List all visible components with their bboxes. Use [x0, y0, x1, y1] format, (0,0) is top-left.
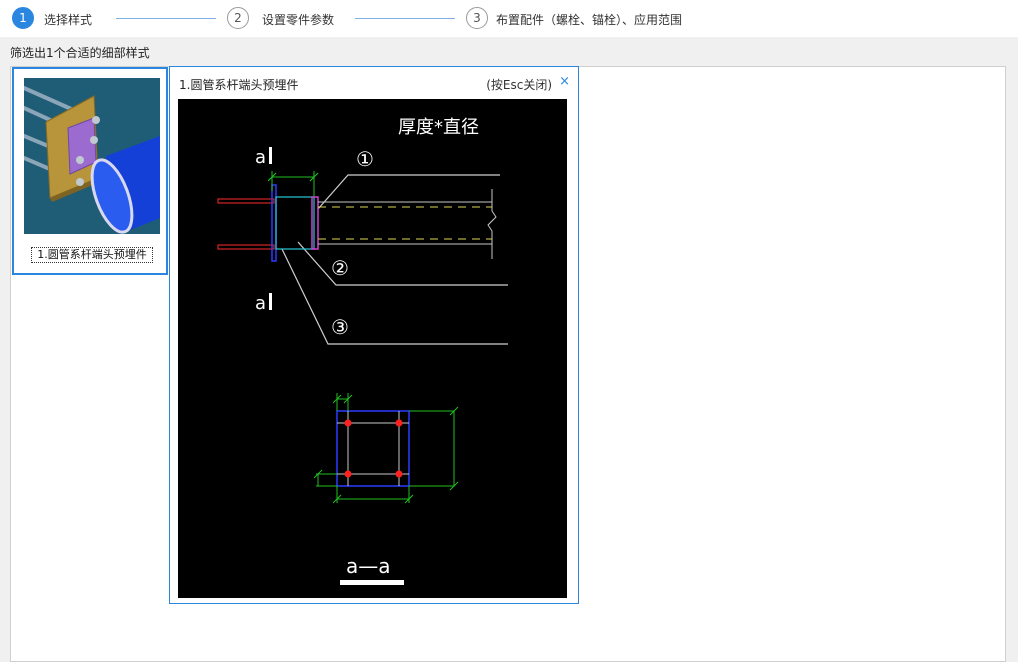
preview-popup: 1.圆管系杆端头预埋件 (按Esc关闭) × 厚度*直径 a a ① ② ③: [169, 66, 579, 604]
step-2-label[interactable]: 设置零件参数: [262, 13, 335, 27]
callout-2: ②: [331, 256, 349, 280]
drawing-canvas: 厚度*直径 a a ① ② ③: [178, 99, 567, 598]
detail-drawing: 厚度*直径 a a ① ② ③: [178, 99, 567, 598]
style-card-label: 1.圆管系杆端头预埋件: [31, 247, 153, 263]
step-connector-1: [116, 18, 216, 19]
step-1-circle[interactable]: 1: [12, 7, 34, 29]
step-connector-2: [355, 18, 455, 19]
section-mark-top: a: [255, 147, 266, 168]
popup-esc-hint: (按Esc关闭): [486, 78, 552, 92]
callout-1: ①: [356, 147, 374, 171]
popup-title: 1.圆管系杆端头预埋件: [179, 78, 299, 92]
step-1-label[interactable]: 选择样式: [44, 13, 93, 27]
section-mark-bottom: a: [255, 293, 266, 314]
drawing-heading: 厚度*直径: [398, 117, 479, 138]
step-3-label[interactable]: 布置配件（螺栓、锚栓）、应用范围: [496, 13, 683, 27]
style-card-1[interactable]: 1.圆管系杆端头预埋件: [12, 67, 168, 275]
close-icon[interactable]: ×: [559, 74, 570, 89]
section-title: a—a: [346, 554, 391, 578]
filter-result-text: 筛选出1个合适的细部样式: [10, 46, 150, 60]
callout-3: ③: [331, 315, 349, 339]
stepper: 1 选择样式 2 设置零件参数 3 布置配件（螺栓、锚栓）、应用范围: [0, 0, 1018, 37]
step-2-circle[interactable]: 2: [227, 7, 249, 29]
step-3-circle[interactable]: 3: [466, 7, 488, 29]
embedded-part-3d-icon: [24, 78, 160, 234]
style-card-thumbnail: [24, 78, 160, 234]
